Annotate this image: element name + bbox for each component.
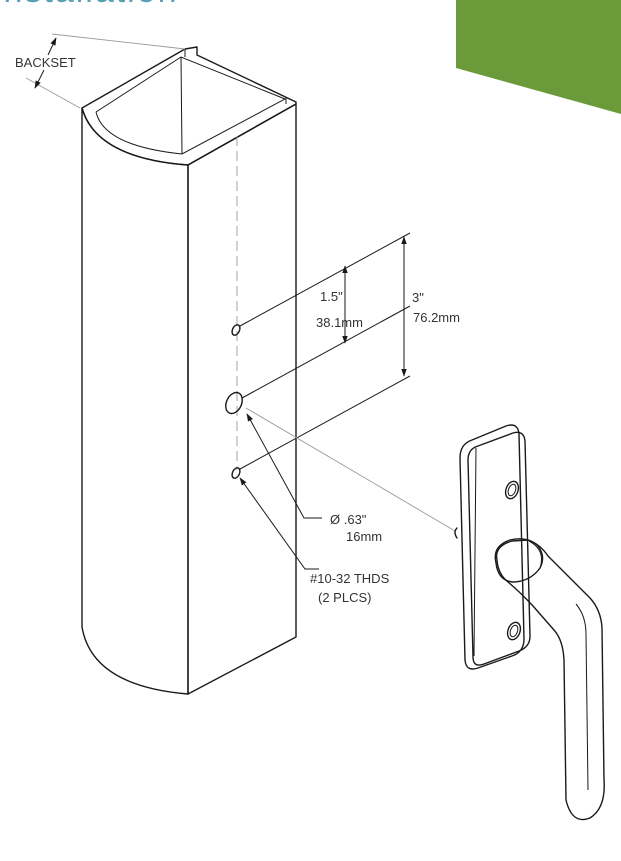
dimension-1-5in: 1.5" 38.1mm <box>316 265 363 344</box>
thread-callout: #10-32 THDS (2 PLCS) <box>239 477 390 605</box>
backset-label: BACKSET <box>15 55 76 70</box>
corner-banner <box>456 0 621 114</box>
lever-handle <box>454 424 605 821</box>
post <box>81 46 297 695</box>
lower-screw <box>506 621 522 641</box>
center-hole <box>225 391 243 415</box>
dim-large-mm: 76.2mm <box>413 310 460 325</box>
upper-screw <box>504 480 520 500</box>
thread-qty: (2 PLCS) <box>318 590 371 605</box>
upper-thread-hole <box>231 324 241 336</box>
page-title-fragment: Installation <box>0 0 179 10</box>
hole-dia-mm: 16mm <box>346 529 382 544</box>
dim-small-in: 1.5" <box>320 289 343 304</box>
hole-diameter-callout: Ø .63" 16mm <box>246 413 382 544</box>
dim-small-mm: 38.1mm <box>316 315 363 330</box>
lower-thread-hole <box>231 467 241 479</box>
dim-large-in: 3" <box>412 290 424 305</box>
mounting-holes <box>225 324 243 479</box>
dimension-3in: 3" 76.2mm <box>401 236 460 377</box>
thread-spec: #10-32 THDS <box>310 571 390 586</box>
hole-dia-in: Ø .63" <box>330 512 367 527</box>
backset-dimension: BACKSET <box>15 33 186 109</box>
